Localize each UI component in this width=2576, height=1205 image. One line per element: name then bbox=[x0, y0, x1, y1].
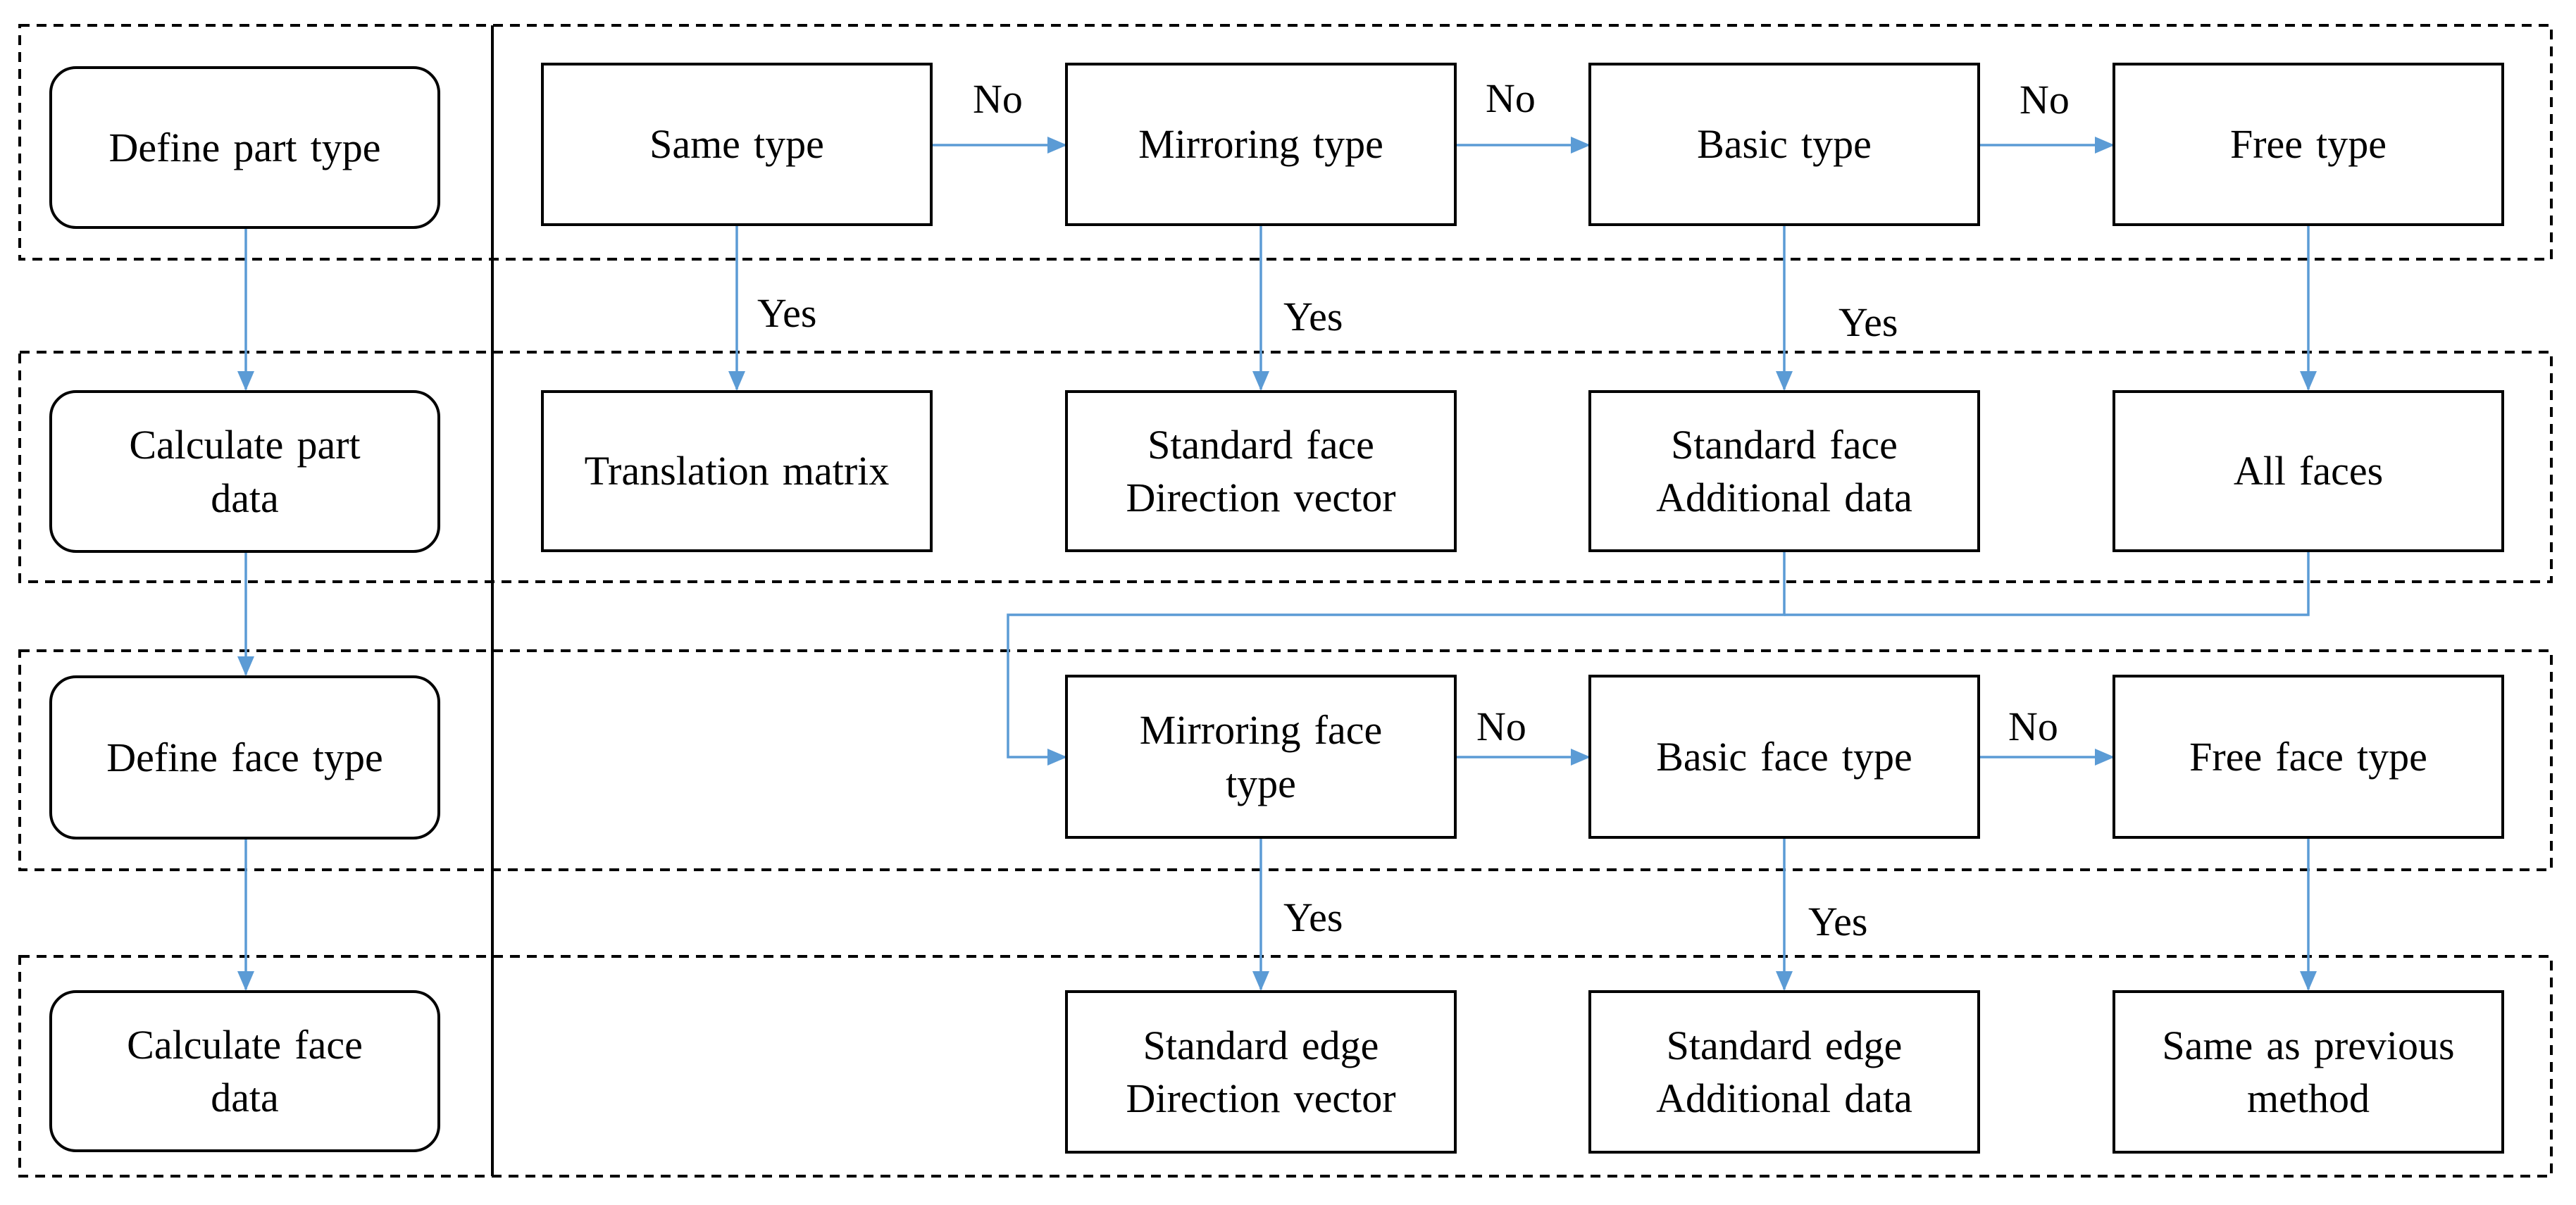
label-no-same-to-mirroring: No bbox=[973, 76, 1023, 122]
label-yes-same: Yes bbox=[757, 290, 817, 336]
box-same-as-previous-method: Same as previous method bbox=[2113, 990, 2504, 1154]
row-part-data-container bbox=[18, 351, 2553, 583]
box-free-type: Free type bbox=[2113, 63, 2504, 226]
arrow-all-faces-join bbox=[1784, 551, 2310, 616]
box-all-faces: All faces bbox=[2113, 390, 2504, 552]
label-no-basic-to-free: No bbox=[2020, 77, 2070, 123]
box-standard-face-additional-data: Standard face Additional data bbox=[1588, 390, 1980, 552]
box-standard-face-direction-vector: Standard face Direction vector bbox=[1065, 390, 1457, 552]
box-same-type: Same type bbox=[541, 63, 933, 226]
label-no-mirroring-to-basic: No bbox=[1486, 75, 1536, 121]
box-mirroring-type: Mirroring type bbox=[1065, 63, 1457, 226]
row-face-type-container bbox=[18, 649, 2553, 871]
arrow-part-data-merge-to-mirroring-face bbox=[1007, 551, 1786, 766]
row-containers bbox=[18, 24, 2553, 1178]
label-yes-mirroring-face: Yes bbox=[1283, 894, 1343, 940]
stage-calculate-face-data: Calculate face data bbox=[49, 990, 440, 1152]
label-no-basic-face-to-free-face: No bbox=[2008, 704, 2058, 749]
box-standard-edge-direction-vector: Standard edge Direction vector bbox=[1065, 990, 1457, 1154]
box-translation-matrix: Translation matrix bbox=[541, 390, 933, 552]
label-yes-basic-face: Yes bbox=[1808, 899, 1868, 944]
stage-define-part-type: Define part type bbox=[49, 66, 440, 229]
label-no-mirroring-face-to-basic-face: No bbox=[1476, 704, 1526, 749]
label-yes-basic: Yes bbox=[1838, 299, 1898, 345]
box-free-face-type: Free face type bbox=[2113, 675, 2504, 839]
box-basic-type: Basic type bbox=[1588, 63, 1980, 226]
stage-define-face-type: Define face type bbox=[49, 675, 440, 839]
connectors bbox=[237, 137, 2317, 991]
label-yes-mirroring: Yes bbox=[1283, 294, 1343, 339]
row-face-data-container bbox=[18, 955, 2553, 1178]
box-mirroring-face-type: Mirroring face type bbox=[1065, 675, 1457, 839]
stage-calculate-part-data: Calculate part data bbox=[49, 390, 440, 553]
box-basic-face-type: Basic face type bbox=[1588, 675, 1980, 839]
row-part-type-container bbox=[18, 24, 2553, 261]
box-standard-edge-additional-data: Standard edge Additional data bbox=[1588, 990, 1980, 1154]
